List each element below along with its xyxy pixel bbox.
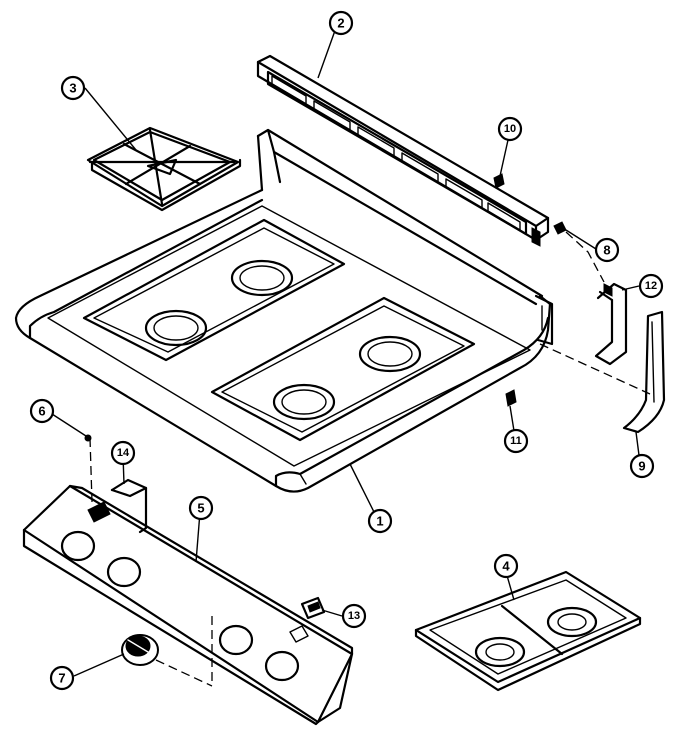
callout-11-label: 11 [510, 435, 522, 447]
callout-7-circle [49, 665, 75, 691]
callout-10-label: 10 [504, 123, 516, 135]
rear-vent-panel [256, 54, 550, 247]
callout-9-circle [629, 453, 655, 479]
callout-1: 1 [367, 508, 393, 534]
callout-4-label: 4 [502, 559, 510, 574]
callout-12: 12 [638, 273, 664, 299]
screw-10 [493, 173, 505, 189]
callout-1-label: 1 [376, 514, 383, 529]
callout-3-circle [60, 75, 86, 101]
callout-11-circle [503, 428, 529, 454]
callout-14-label: 14 [117, 447, 130, 459]
callout-12-circle [638, 273, 664, 299]
callout-1-circle [367, 508, 393, 534]
callout-5-circle [188, 495, 214, 521]
callout-2-circle [328, 10, 354, 36]
callout-12-label: 12 [645, 280, 657, 292]
small-switch [300, 596, 326, 620]
callout-14-circle [110, 440, 136, 466]
leader-lines [51, 24, 651, 687]
screw-11 [505, 389, 517, 407]
callout-8: 8 [594, 237, 620, 263]
callout-6-label: 6 [38, 404, 45, 419]
callout-14: 14 [110, 440, 136, 466]
callout-11: 11 [503, 428, 529, 454]
control-knob [121, 634, 159, 666]
callout-3: 3 [60, 75, 86, 101]
callout-10-circle [497, 116, 523, 142]
side-trim [622, 310, 666, 434]
callout-2-label: 2 [337, 16, 344, 31]
callout-10: 10 [497, 116, 523, 142]
callout-7: 7 [49, 665, 75, 691]
callout-9-label: 9 [638, 459, 645, 474]
callout-13-label: 13 [348, 610, 360, 622]
callout-5: 5 [188, 495, 214, 521]
burner-grate [86, 126, 242, 212]
callout-13-circle [341, 603, 367, 629]
callout-2: 2 [328, 10, 354, 36]
drip-pan [414, 570, 642, 692]
callout-7-label: 7 [58, 671, 65, 686]
callout-4-circle [493, 553, 519, 579]
callout-8-label: 8 [603, 243, 610, 258]
callout-8-circle [594, 237, 620, 263]
callout-13: 13 [341, 603, 367, 629]
callout-6-circle [29, 398, 55, 424]
control-panel [22, 484, 354, 726]
callout-5-label: 5 [197, 501, 204, 516]
side-bracket [594, 282, 628, 366]
callout-9: 9 [629, 453, 655, 479]
callout-6: 6 [29, 398, 55, 424]
screw-8 [553, 221, 567, 235]
panel-clip [110, 478, 148, 534]
callout-4: 4 [493, 553, 519, 579]
callout-3-label: 3 [69, 81, 76, 96]
main-cooktop [14, 128, 554, 493]
